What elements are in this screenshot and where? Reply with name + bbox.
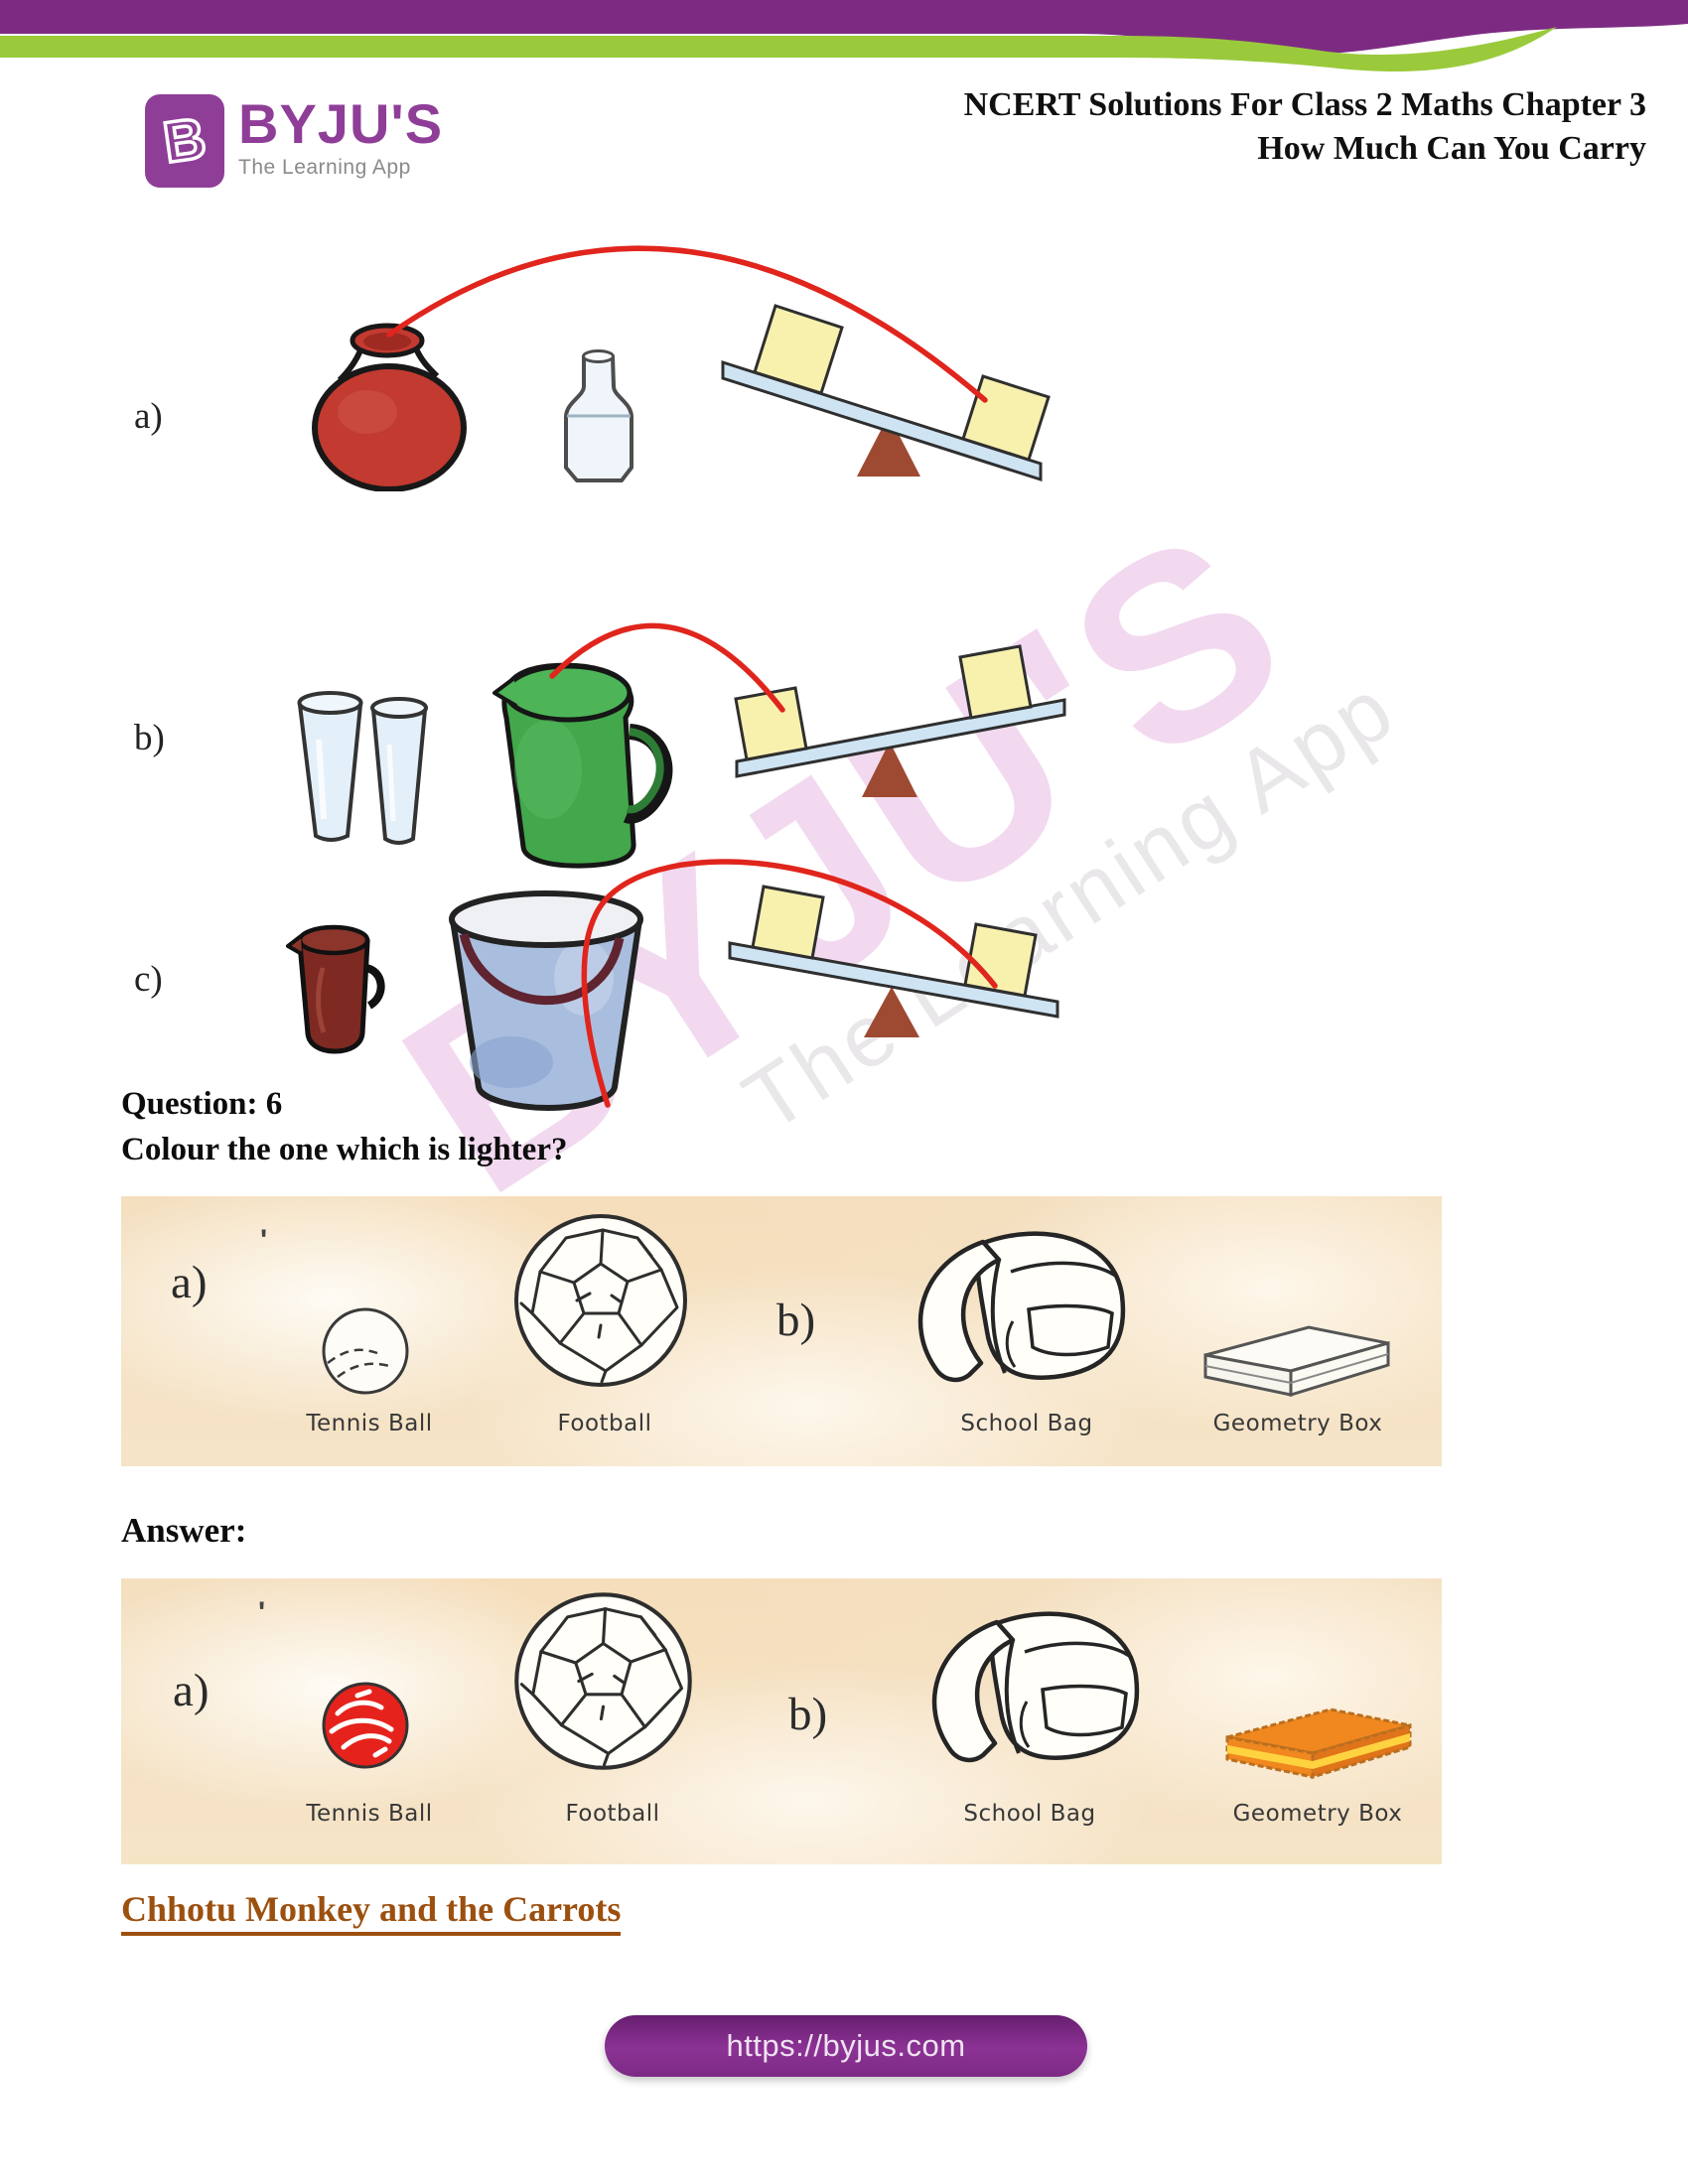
header-band bbox=[0, 0, 1688, 72]
answer-caption-tennis-ball: Tennis Ball bbox=[306, 1801, 433, 1827]
answer-caption-school-bag: School Bag bbox=[963, 1801, 1096, 1827]
footer-url-button[interactable]: https://byjus.com bbox=[605, 2015, 1087, 2077]
caption-school-bag: School Bag bbox=[960, 1411, 1093, 1436]
tennis-ball-coloured-drawing bbox=[322, 1682, 409, 1769]
answer-heading: Answer: bbox=[121, 1511, 247, 1550]
doc-title-line2: How Much Can You Carry bbox=[1257, 129, 1646, 167]
byjus-brand-name: BYJU'S bbox=[238, 92, 444, 155]
byjus-tagline: The Learning App bbox=[238, 156, 411, 179]
stray-mark-answer: ' bbox=[258, 1596, 266, 1629]
caption-tennis-ball: Tennis Ball bbox=[306, 1411, 433, 1436]
school-bag-answer-drawing bbox=[931, 1611, 1140, 1763]
byjus-logo-text: BYJU'S The Learning App bbox=[238, 94, 443, 188]
group-a-label: a) bbox=[171, 1257, 208, 1308]
header-green-band bbox=[0, 27, 1557, 72]
bucket-drawing bbox=[449, 890, 643, 1112]
row-a-figure bbox=[312, 245, 1051, 491]
answer-figure-strip: ' a) b) bbox=[121, 1578, 1442, 1864]
row-b-figure bbox=[297, 622, 1066, 869]
doc-title: NCERT Solutions For Class 2 Maths Chapte… bbox=[964, 83, 1646, 170]
byjus-logo-square: B bbox=[145, 94, 224, 188]
caption-geometry-box: Geometry Box bbox=[1212, 1411, 1383, 1436]
answer-caption-football: Football bbox=[565, 1801, 660, 1827]
caption-football: Football bbox=[557, 1411, 652, 1436]
question-prompt: Colour the one which is lighter? bbox=[121, 1132, 568, 1167]
tennis-ball-drawing bbox=[322, 1307, 409, 1395]
school-bag-drawing bbox=[917, 1231, 1126, 1383]
byjus-b-icon: B bbox=[160, 105, 211, 175]
stray-mark: ' bbox=[260, 1224, 268, 1257]
match-line-b bbox=[549, 622, 785, 713]
football-drawing bbox=[514, 1214, 687, 1387]
byjus-logo: B BYJU'S The Learning App bbox=[145, 94, 443, 188]
question-figure-strip: ' a) b) bbox=[121, 1196, 1442, 1466]
story-link[interactable]: Chhotu Monkey and the Carrots bbox=[121, 1888, 622, 1936]
seesaw-c-drawing bbox=[728, 885, 1059, 1037]
answer-caption-geometry-box: Geometry Box bbox=[1232, 1801, 1403, 1827]
mug-drawing bbox=[286, 924, 385, 1054]
seesaw-b-drawing bbox=[734, 644, 1066, 797]
header-purple-band bbox=[0, 0, 1688, 56]
geometry-box-drawing bbox=[1203, 1325, 1390, 1398]
row-a-label: a) bbox=[134, 396, 163, 437]
row-b-label: b) bbox=[134, 718, 165, 758]
jug-drawing bbox=[492, 662, 673, 869]
group-b-label: b) bbox=[776, 1295, 816, 1346]
seesaw-a-drawing bbox=[721, 304, 1051, 482]
glass-one-drawing bbox=[297, 691, 363, 842]
answer-group-a-label: a) bbox=[173, 1665, 210, 1716]
glass-two-drawing bbox=[370, 697, 428, 845]
bottle-drawing bbox=[564, 349, 633, 482]
question-heading: Question: 6 bbox=[121, 1086, 283, 1122]
geometry-box-coloured-drawing bbox=[1225, 1707, 1412, 1780]
row-c-figure bbox=[286, 859, 1059, 1112]
doc-title-line1: NCERT Solutions For Class 2 Maths Chapte… bbox=[963, 86, 1646, 123]
pot-drawing bbox=[312, 323, 467, 491]
football-answer-drawing bbox=[514, 1592, 692, 1770]
match-line-c bbox=[581, 859, 998, 1108]
footer-url-text: https://byjus.com bbox=[726, 2028, 966, 2063]
match-line-a bbox=[386, 245, 988, 403]
answer-group-b-label: b) bbox=[788, 1689, 828, 1740]
row-c-label: c) bbox=[134, 959, 163, 1000]
